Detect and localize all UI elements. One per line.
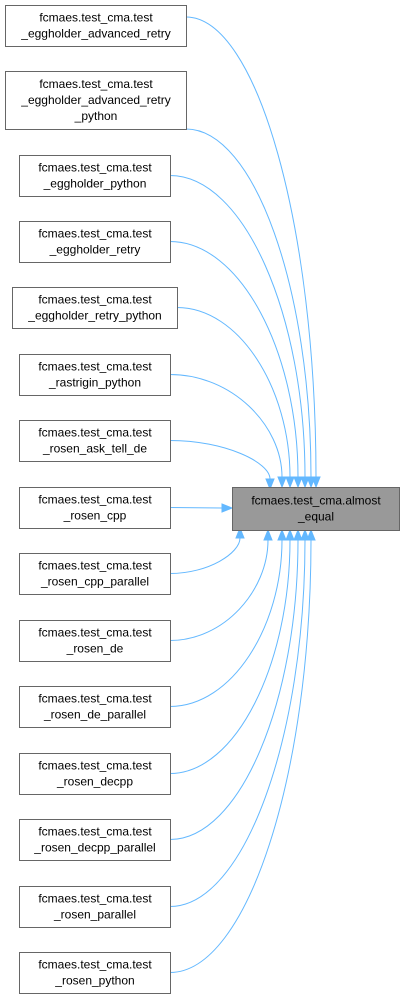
node-label-line: _eggholder_python xyxy=(43,177,147,191)
node-box xyxy=(19,221,171,263)
caller-node-rosen_cpp[interactable]: fcmaes.test_cma.test _rosen_cpp xyxy=(19,487,171,529)
node-box xyxy=(232,487,400,531)
node-label-line: fcmaes.test_cma.test xyxy=(38,360,152,374)
node-label-line: fcmaes.test_cma.test xyxy=(38,892,152,906)
node-box xyxy=(19,886,171,928)
arrowhead-rosen_de_parallel xyxy=(277,528,287,541)
node-label-line: _rosen_de_parallel xyxy=(43,708,146,722)
edge-rosen_de_parallel xyxy=(169,539,283,707)
node-label-line: _rosen_cpp_parallel xyxy=(40,575,149,589)
node-box xyxy=(19,155,171,197)
node-label-line: _eggholder_retry_python xyxy=(27,309,161,323)
caller-node-rosen_cpp_parallel[interactable]: fcmaes.test_cma.test _rosen_cpp_parallel xyxy=(19,553,171,595)
arrowhead-eggholder_retry xyxy=(293,476,303,489)
node-label-line: fcmaes.test_cma.test xyxy=(38,958,152,972)
node-label-line: fcmaes.test_cma.test xyxy=(38,426,152,440)
node-box xyxy=(19,819,171,861)
node-label-line: fcmaes.test_cma.test xyxy=(38,825,152,839)
target-node-almost_equal[interactable]: fcmaes.test_cma.almost _equal xyxy=(232,487,400,531)
caller-node-eggholder_advanced_retry[interactable]: fcmaes.test_cma.test _eggholder_advanced_… xyxy=(5,5,187,47)
edge-eggholder_python xyxy=(169,175,306,478)
arrowhead-rosen_de xyxy=(263,528,273,541)
node-label-line: fcmaes.test_cma.test xyxy=(38,227,152,241)
arrowhead-rosen_ask_tell_de xyxy=(265,478,275,491)
node-label-line: _rosen_de xyxy=(66,642,124,656)
node-label-line: fcmaes.test_cma.test xyxy=(38,293,152,307)
caller-node-rosen_de[interactable]: fcmaes.test_cma.test _rosen_de xyxy=(19,620,171,662)
caller-node-eggholder_advanced_retry_python[interactable]: fcmaes.test_cma.test _eggholder_advanced_… xyxy=(5,71,187,130)
arrowhead-eggholder_advanced_retry_python xyxy=(306,476,316,489)
node-box xyxy=(19,686,171,728)
node-label-line: _rosen_cpp xyxy=(63,509,127,523)
node-label-line: _python xyxy=(74,109,118,123)
node-box xyxy=(19,553,171,595)
caller-node-eggholder_python[interactable]: fcmaes.test_cma.test _eggholder_python xyxy=(19,155,171,197)
node-label-line: fcmaes.test_cma.test xyxy=(38,759,152,773)
node-label-line: fcmaes.test_cma.almost xyxy=(251,494,381,508)
arrowhead-eggholder_python xyxy=(300,476,310,489)
caller-node-rosen_ask_tell_de[interactable]: fcmaes.test_cma.test _rosen_ask_tell_de xyxy=(19,420,171,462)
node-label-line: _rosen_ask_tell_de xyxy=(42,442,147,456)
edge-rosen_parallel xyxy=(169,539,306,907)
arrowhead-rosen_parallel xyxy=(300,528,310,541)
node-box xyxy=(5,5,187,47)
node-label-line: fcmaes.test_cma.test xyxy=(38,559,152,573)
node-label-line: _rastrigin_python xyxy=(48,376,141,390)
edge-rosen_decpp_parallel xyxy=(169,539,299,840)
arrowhead-rastrigin_python xyxy=(277,476,287,489)
node-box xyxy=(19,354,171,396)
arrowhead-rosen_decpp xyxy=(285,528,295,541)
edge-rosen_cpp_parallel xyxy=(169,537,241,574)
arrowhead-rosen_python xyxy=(306,528,316,541)
node-box xyxy=(19,620,171,662)
node-label-line: _rosen_decpp xyxy=(56,775,133,789)
arrowhead-rosen_decpp_parallel xyxy=(293,528,303,541)
arrowhead-eggholder_retry_python xyxy=(285,476,295,489)
node-label-line: fcmaes.test_cma.test xyxy=(39,11,153,25)
caller-node-eggholder_retry[interactable]: fcmaes.test_cma.test _eggholder_retry xyxy=(19,221,171,263)
node-label-line: _eggholder_advanced_retry xyxy=(20,93,170,107)
node-label-line: fcmaes.test_cma.test xyxy=(39,77,153,91)
edge-rosen_de xyxy=(169,539,269,641)
node-label-line: _rosen_parallel xyxy=(53,908,136,922)
edge-rastrigin_python xyxy=(169,374,283,478)
node-label-line: fcmaes.test_cma.test xyxy=(38,692,152,706)
edge-eggholder_retry_python xyxy=(176,307,291,478)
caller-node-rosen_decpp[interactable]: fcmaes.test_cma.test _rosen_decpp xyxy=(19,753,171,795)
nodes: fcmaes.test_cma.test _eggholder_advanced_… xyxy=(5,5,400,994)
edge-eggholder_retry xyxy=(169,241,299,478)
node-box xyxy=(5,71,187,130)
edge-rosen_ask_tell_de xyxy=(169,440,271,480)
node-label-line: _rosen_python xyxy=(54,974,134,988)
node-box xyxy=(19,487,171,529)
arrowhead-rosen_cpp xyxy=(221,503,234,513)
caller-node-rosen_parallel[interactable]: fcmaes.test_cma.test _rosen_parallel xyxy=(19,886,171,928)
node-label-line: _rosen_decpp_parallel xyxy=(33,841,155,855)
edges xyxy=(169,16,321,973)
node-box xyxy=(12,287,178,329)
node-label-line: _eggholder_advanced_retry xyxy=(20,27,170,41)
caller-node-eggholder_retry_python[interactable]: fcmaes.test_cma.test _eggholder_retry_pyt… xyxy=(12,287,178,329)
caller-node-rosen_python[interactable]: fcmaes.test_cma.test _rosen_python xyxy=(19,952,171,994)
node-box xyxy=(19,952,171,994)
caller-node-rastrigin_python[interactable]: fcmaes.test_cma.test _rastrigin_python xyxy=(19,354,171,396)
edge-eggholder_advanced_retry xyxy=(185,16,317,478)
node-label-line: _equal xyxy=(297,510,334,524)
edge-rosen_decpp xyxy=(169,539,291,774)
node-label-line: _eggholder_retry xyxy=(49,243,141,257)
edge-rosen_python xyxy=(169,539,312,973)
edge-eggholder_advanced_retry_python xyxy=(185,128,312,478)
arrowhead-rosen_cpp_parallel xyxy=(235,526,245,539)
node-label-line: fcmaes.test_cma.test xyxy=(38,626,152,640)
caller-node-rosen_decpp_parallel[interactable]: fcmaes.test_cma.test _rosen_decpp_paralle… xyxy=(19,819,171,861)
node-box xyxy=(19,753,171,795)
node-box xyxy=(19,420,171,462)
node-label-line: fcmaes.test_cma.test xyxy=(38,161,152,175)
caller-node-rosen_de_parallel[interactable]: fcmaes.test_cma.test _rosen_de_parallel xyxy=(19,686,171,728)
edge-rosen_cpp xyxy=(169,507,223,509)
node-label-line: fcmaes.test_cma.test xyxy=(38,493,152,507)
